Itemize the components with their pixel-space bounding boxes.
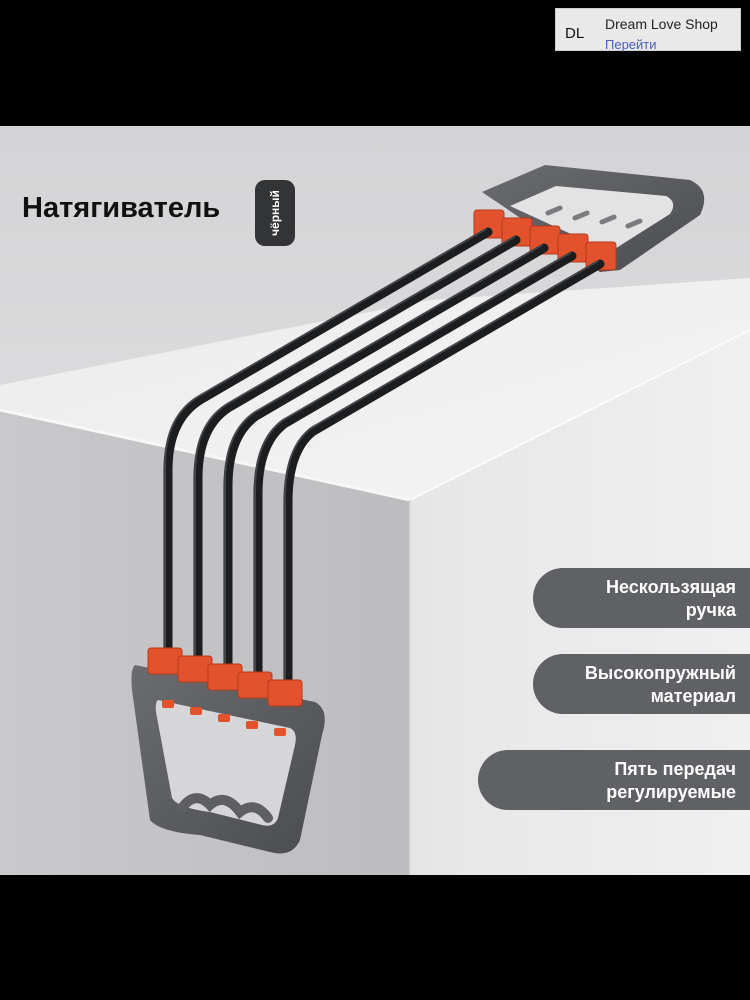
feature-line-2: регулируемые <box>606 782 736 802</box>
shop-logo: DL <box>565 25 585 42</box>
product-image <box>0 126 750 875</box>
color-option-label: чёрный <box>268 190 282 236</box>
shop-name: Dream Love Shop <box>605 16 718 32</box>
feature-line-2: материал <box>650 686 736 706</box>
product-title: Натягиватель <box>22 192 221 224</box>
feature-pill-non-slip-handle: Нескользящая ручка <box>533 568 750 628</box>
feature-line-2: ручка <box>685 600 736 620</box>
feature-pill-five-levels: Пять передач регулируемые <box>478 750 750 810</box>
color-option-chip[interactable]: чёрный <box>255 180 295 246</box>
feature-line-1: Высокопружный <box>584 663 736 683</box>
feature-pill-elastic-material: Высокопружный материал <box>533 654 750 714</box>
shop-badge[interactable]: DL Dream Love Shop Перейти <box>555 8 741 52</box>
lower-handle <box>131 665 325 854</box>
chest-expander-illustration <box>0 126 750 875</box>
feature-line-1: Нескользящая <box>606 577 736 597</box>
feature-line-1: Пять передач <box>614 759 736 779</box>
upper-handle <box>482 165 705 272</box>
go-to-shop-link[interactable]: Перейти <box>605 37 657 52</box>
